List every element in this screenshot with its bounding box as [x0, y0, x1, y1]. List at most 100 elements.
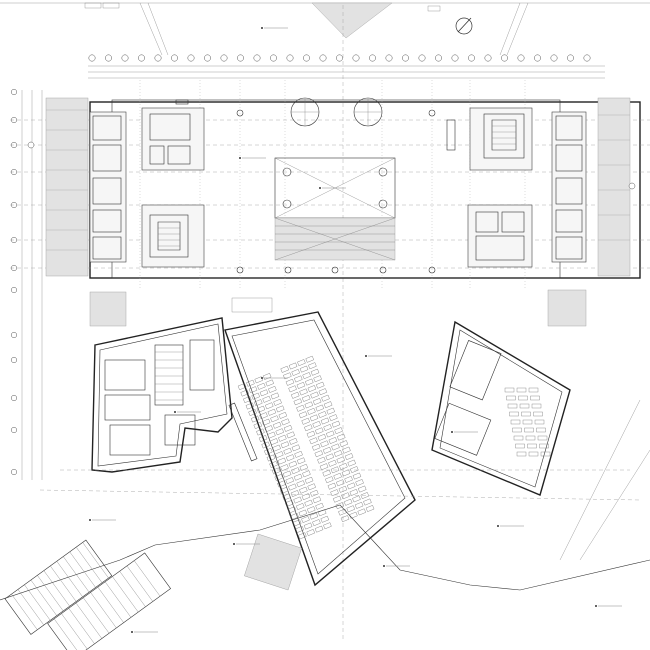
- seat: [294, 450, 303, 458]
- grid-bubble: [204, 54, 211, 62]
- seat: [341, 469, 351, 477]
- seat: [323, 401, 333, 409]
- seat: [318, 411, 327, 418]
- seat: [534, 419, 545, 425]
- seat: [320, 440, 329, 448]
- seat: [279, 487, 289, 494]
- seat: [281, 418, 290, 426]
- seat: [285, 500, 294, 507]
- annotation-tag: [497, 525, 524, 527]
- seat: [262, 373, 272, 380]
- seat: [280, 464, 289, 471]
- seat: [352, 472, 362, 480]
- north-arrow-icon: [455, 17, 473, 35]
- grid-bubble: [286, 54, 294, 62]
- auditorium: [224, 311, 416, 587]
- seat: [248, 409, 257, 416]
- seat: [290, 512, 299, 520]
- annotation-tags: [89, 27, 622, 633]
- annotation-tag: [451, 431, 478, 433]
- grid-bubble: [10, 286, 18, 294]
- seat: [310, 368, 320, 376]
- annotation-tag: [174, 411, 201, 413]
- seat: [277, 457, 287, 465]
- seat: [314, 450, 324, 458]
- grid-bubble: [270, 54, 277, 62]
- grid-bubble: [10, 426, 18, 434]
- seat: [299, 486, 308, 494]
- seat: [513, 435, 524, 441]
- seat: [283, 424, 293, 432]
- seat: [315, 427, 324, 435]
- annotation-tag: [89, 519, 116, 521]
- grid-bubble: [468, 54, 475, 62]
- seat: [296, 480, 305, 488]
- seat: [504, 387, 515, 393]
- seat: [518, 395, 528, 401]
- seat: [285, 477, 294, 484]
- seat: [274, 474, 283, 481]
- seat: [354, 501, 364, 509]
- seat: [290, 391, 300, 399]
- seat: [299, 388, 308, 396]
- seat: [350, 466, 359, 473]
- seat: [330, 489, 339, 497]
- annotation-tag: [261, 27, 288, 29]
- grid-bubble: [88, 54, 96, 62]
- seat: [270, 392, 280, 400]
- seat: [305, 355, 314, 363]
- seat: [296, 382, 306, 389]
- seat: [291, 467, 300, 475]
- seat: [286, 431, 295, 439]
- seat: [528, 387, 539, 393]
- seat: [259, 389, 269, 397]
- seat: [269, 438, 279, 446]
- seat: [320, 515, 330, 523]
- grid-bubble: [534, 54, 541, 62]
- seat: [326, 407, 335, 415]
- seat: [275, 428, 284, 436]
- seat: [257, 382, 266, 390]
- seat: [261, 418, 271, 426]
- seat: [363, 498, 372, 506]
- seat: [312, 519, 321, 527]
- left-lower-wing: [91, 317, 233, 473]
- seat: [537, 435, 548, 441]
- grid-bubble: [402, 54, 409, 62]
- seat: [272, 421, 282, 429]
- seat: [540, 451, 551, 457]
- seat: [328, 459, 337, 467]
- seat: [525, 435, 536, 441]
- grid-bubble: [10, 394, 18, 402]
- seat: [309, 437, 318, 445]
- seat: [302, 372, 311, 379]
- seat: [344, 476, 353, 483]
- seat: [237, 383, 247, 390]
- seat: [295, 525, 304, 533]
- seat: [339, 440, 349, 447]
- seat: [312, 398, 322, 405]
- grid-bubble: [385, 54, 393, 62]
- seat: [305, 378, 314, 386]
- seat: [308, 362, 317, 370]
- seat: [342, 446, 351, 454]
- seat: [531, 403, 542, 409]
- seat: [516, 451, 527, 457]
- seat: [253, 422, 263, 429]
- annotation-tag: [365, 355, 392, 357]
- seat: [322, 446, 332, 454]
- seat: [248, 386, 258, 394]
- seat: [519, 403, 530, 409]
- seat: [507, 403, 518, 409]
- seat: [288, 362, 298, 370]
- seat: [357, 508, 366, 516]
- seat: [509, 411, 519, 417]
- seat: [336, 433, 346, 441]
- seat: [293, 473, 303, 481]
- seat: [352, 495, 361, 503]
- annotation-tag: [239, 157, 266, 159]
- annotation-tag: [383, 565, 410, 567]
- seat: [280, 441, 290, 449]
- terraces: [4, 539, 172, 650]
- seat: [325, 476, 334, 484]
